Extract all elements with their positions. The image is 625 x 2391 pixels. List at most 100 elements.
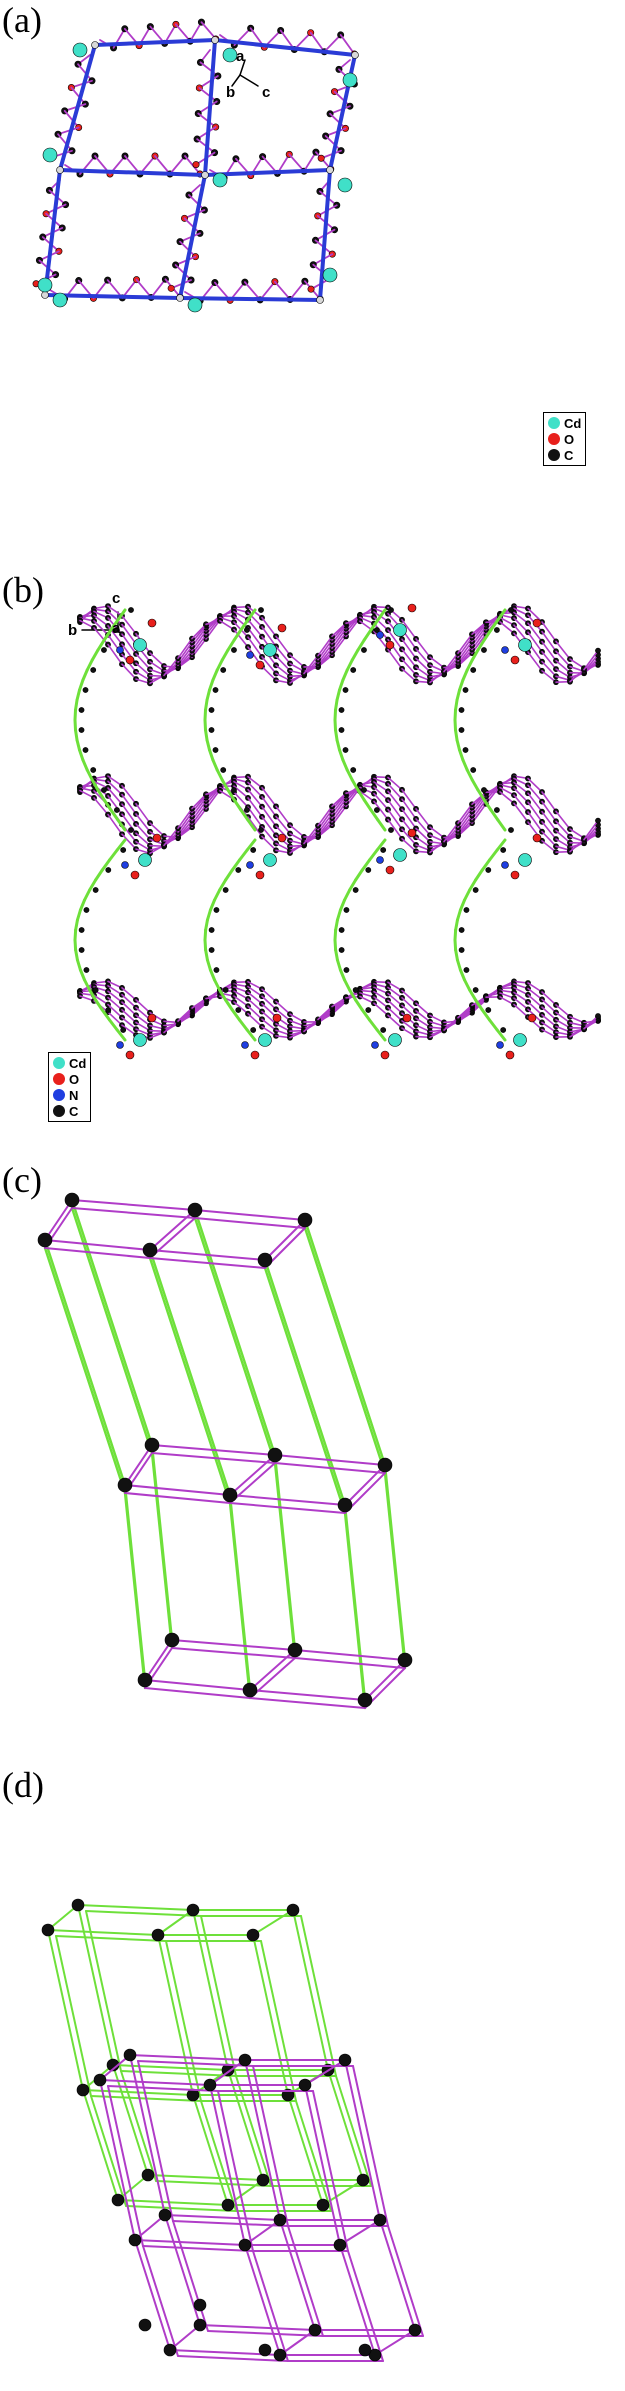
atom bbox=[250, 847, 257, 853]
net-edge bbox=[339, 2244, 376, 2356]
atom bbox=[458, 927, 465, 933]
panel-a-label: (a) bbox=[2, 0, 42, 40]
purple-edge bbox=[144, 1679, 251, 1691]
green-linker bbox=[205, 958, 212, 972]
net-edge bbox=[235, 2075, 272, 2187]
bond bbox=[121, 785, 137, 805]
panel-d-label: (d) bbox=[2, 1765, 44, 1805]
bond bbox=[333, 90, 351, 108]
bond bbox=[555, 1004, 571, 1018]
green-linker bbox=[369, 618, 380, 632]
atom bbox=[83, 907, 90, 913]
node bbox=[142, 1242, 158, 1258]
legend-label: C bbox=[564, 447, 574, 463]
green-linker bbox=[335, 688, 342, 702]
green-linker bbox=[230, 1008, 242, 1022]
green-linker bbox=[343, 978, 352, 992]
bond bbox=[121, 803, 137, 825]
green-linker bbox=[96, 638, 106, 652]
legend-label: O bbox=[69, 1071, 80, 1087]
green-linker bbox=[362, 798, 373, 812]
bond bbox=[569, 838, 585, 853]
atom bbox=[222, 887, 229, 893]
net-edge bbox=[347, 2250, 384, 2362]
bond bbox=[247, 775, 263, 789]
bond bbox=[261, 626, 277, 648]
node bbox=[187, 1202, 203, 1218]
bond bbox=[401, 667, 417, 683]
bond bbox=[93, 797, 109, 816]
atom bbox=[235, 867, 242, 873]
bond bbox=[415, 638, 431, 658]
green-linker bbox=[480, 1008, 492, 1022]
bond bbox=[247, 1005, 263, 1021]
bond bbox=[243, 281, 262, 301]
bond bbox=[107, 813, 123, 836]
panel-d-interpenetrated-net bbox=[41, 1898, 424, 2362]
net-edge bbox=[335, 2075, 372, 2187]
net-edge bbox=[379, 2219, 416, 2331]
cd-atom bbox=[138, 853, 152, 867]
purple-edge bbox=[71, 1207, 196, 1219]
bond bbox=[107, 990, 123, 1003]
green-linker bbox=[96, 788, 106, 802]
green-linker bbox=[338, 678, 345, 692]
bond bbox=[555, 640, 571, 660]
node bbox=[203, 2078, 217, 2092]
bond bbox=[135, 999, 151, 1014]
bond bbox=[261, 665, 277, 682]
bond bbox=[289, 280, 306, 301]
bond bbox=[541, 840, 557, 853]
bond bbox=[149, 652, 165, 667]
bond bbox=[121, 615, 137, 635]
atom bbox=[485, 867, 492, 873]
green-linker bbox=[204, 918, 209, 932]
atom bbox=[78, 707, 85, 713]
green-linker bbox=[335, 738, 342, 752]
node bbox=[91, 41, 99, 49]
o-atom bbox=[532, 618, 542, 628]
bond bbox=[275, 664, 291, 678]
n-atom bbox=[116, 1041, 124, 1049]
bond bbox=[261, 988, 277, 1003]
bond bbox=[373, 616, 389, 631]
bond bbox=[513, 1003, 529, 1018]
bond bbox=[183, 217, 201, 235]
green-linker bbox=[333, 938, 338, 952]
node bbox=[358, 2343, 372, 2357]
atom bbox=[342, 687, 349, 693]
atom bbox=[365, 867, 372, 873]
net-edge bbox=[207, 2330, 324, 2337]
bond bbox=[169, 155, 186, 175]
node bbox=[308, 2323, 322, 2337]
green-linker bbox=[205, 738, 212, 752]
green-linker bbox=[482, 628, 493, 642]
green-linker bbox=[453, 718, 458, 732]
cd-atom bbox=[212, 172, 228, 188]
green-linker bbox=[88, 988, 98, 1002]
bond bbox=[541, 660, 557, 678]
net-edge bbox=[352, 2065, 389, 2227]
green-linker bbox=[73, 938, 78, 952]
atom bbox=[500, 1027, 507, 1033]
framework-edge bbox=[213, 38, 357, 57]
green-linker bbox=[215, 658, 224, 672]
node bbox=[298, 2078, 312, 2092]
green-linker bbox=[465, 768, 474, 782]
atom bbox=[120, 1027, 127, 1033]
node bbox=[297, 1212, 313, 1228]
bond bbox=[401, 997, 417, 1012]
bond bbox=[555, 820, 571, 838]
node bbox=[201, 171, 209, 179]
atom bbox=[220, 667, 227, 673]
bond bbox=[233, 1001, 249, 1015]
node bbox=[193, 2298, 207, 2312]
atom bbox=[494, 807, 500, 813]
bond bbox=[513, 787, 529, 804]
legend-entry: O bbox=[53, 1071, 86, 1087]
bond bbox=[415, 827, 431, 843]
bond bbox=[401, 837, 417, 853]
green-linker bbox=[368, 848, 379, 862]
bond bbox=[247, 797, 263, 818]
